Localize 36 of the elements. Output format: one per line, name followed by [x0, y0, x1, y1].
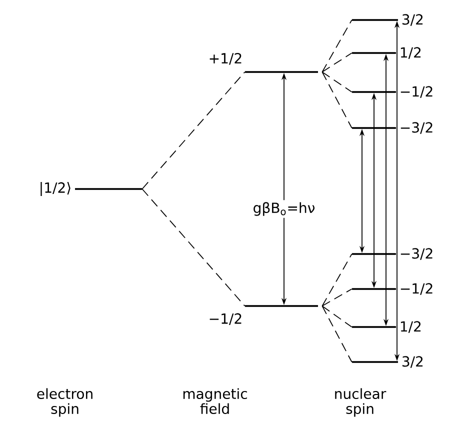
dashed-line: [322, 306, 352, 328]
dashed-line: [142, 72, 246, 190]
dashed-line: [322, 254, 352, 306]
node-label: −3/2: [400, 248, 432, 260]
energy-level: |1/2⟩: [40, 182, 142, 196]
energy-level: 3/2: [352, 14, 423, 26]
energy-level: −3/2: [352, 122, 432, 134]
edge-label: gβB$_{o}$=hν: [250, 200, 318, 218]
column-label: magnetic field: [183, 388, 247, 414]
node-label: |1/2⟩: [40, 182, 70, 196]
dashed-line: [322, 288, 352, 306]
column-label: nuclear spin: [335, 388, 386, 417]
node-label: 1/2: [400, 47, 421, 59]
node-label: −3/2: [400, 122, 432, 134]
dashed-line: [142, 188, 246, 306]
dashed-line: [322, 52, 352, 72]
node-label: −1/2: [210, 313, 242, 325]
energy-level: 1/2: [352, 47, 421, 59]
node-label: −1/2: [400, 283, 432, 295]
node-label: 1/2: [400, 321, 421, 333]
dashed-line: [322, 306, 352, 362]
column-label: electron spin: [37, 388, 92, 417]
energy-level: −1/2: [352, 283, 432, 295]
node-label: −1/2: [400, 86, 432, 98]
dashed-line: [322, 72, 352, 128]
energy-level: −1/2: [352, 86, 432, 98]
energy-level: +1/2: [210, 53, 318, 73]
energy-level: −1/2: [210, 305, 318, 325]
node-label: 3/2: [402, 14, 423, 26]
node-label: 3/2: [402, 356, 423, 368]
dashed-line: [322, 72, 352, 92]
dashed-line: [322, 20, 352, 72]
energy-level: −3/2: [352, 248, 432, 260]
energy-level: 3/2: [352, 356, 423, 368]
node-label: +1/2: [210, 53, 242, 65]
energy-level: 1/2: [352, 321, 421, 333]
